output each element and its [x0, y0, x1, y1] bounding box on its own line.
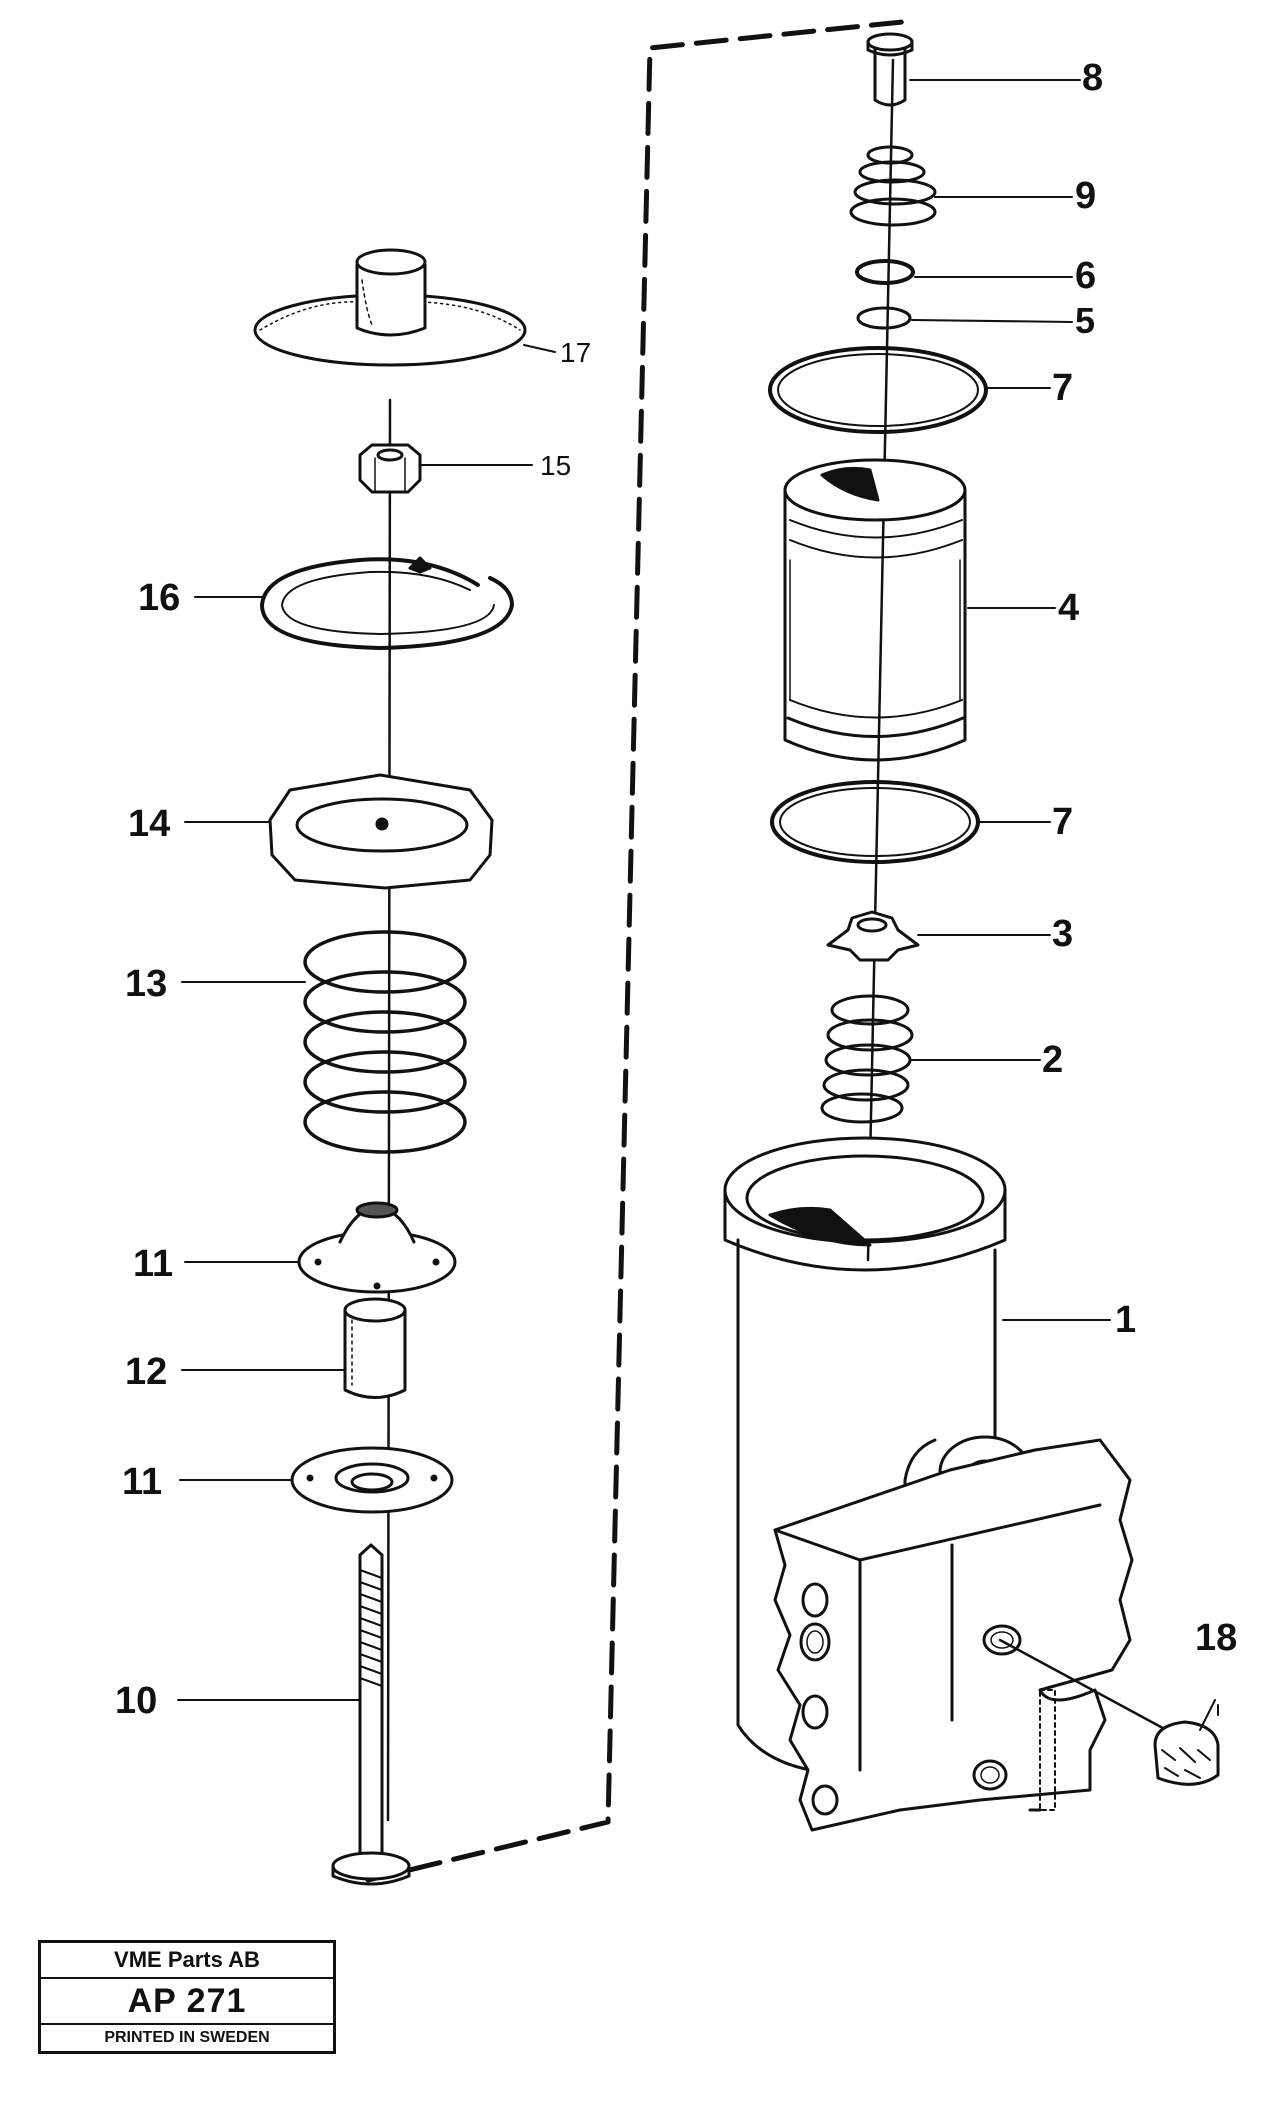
callout-18: 18 [1195, 1617, 1237, 1659]
part-16-snap-ring [260, 556, 514, 650]
part-17-cover [253, 248, 527, 367]
part-10-bolt [331, 1543, 411, 1886]
callout-16: 16 [138, 577, 180, 619]
callout-15: 15 [540, 450, 571, 481]
callout-6: 6 [1075, 255, 1096, 297]
callout-7-lower: 7 [1052, 801, 1073, 843]
callout-5: 5 [1075, 300, 1095, 341]
callout-17: 17 [560, 337, 591, 368]
stamp-company: VME Parts AB [41, 1943, 333, 1979]
callout-1: 1 [1115, 1299, 1136, 1341]
callout-2: 2 [1042, 1039, 1063, 1081]
part-7-upper-o-ring [768, 346, 988, 434]
right-axis-line [866, 58, 895, 1262]
part-7-lower-o-ring [770, 780, 980, 864]
part-6-washer [855, 259, 915, 285]
callout-13: 13 [125, 963, 167, 1005]
callout-10: 10 [115, 1680, 157, 1722]
callout-9: 9 [1075, 175, 1096, 217]
part-12-bushing [343, 1297, 407, 1399]
stamp-code: AP 271 [41, 1979, 333, 2025]
part-2-spring [820, 994, 914, 1124]
part-14-plate [268, 773, 494, 890]
callout-12: 12 [125, 1351, 167, 1393]
part-8-pin [866, 32, 914, 107]
callout-11-lower: 11 [122, 1461, 162, 1503]
part-5-washer [856, 306, 912, 330]
part-1-housing [723, 1136, 1134, 1832]
part-9-spring [849, 145, 937, 227]
callout-4: 4 [1058, 587, 1079, 629]
part-13-spring [303, 930, 467, 1154]
part-11-upper-cup [297, 1201, 457, 1294]
title-stamp: VME Parts AB AP 271 PRINTED IN SWEDEN [38, 1940, 336, 2054]
part-4-liner [783, 458, 967, 762]
part-3-retainer [826, 910, 920, 962]
leader-lines [177, 79, 1219, 1731]
stamp-note: PRINTED IN SWEDEN [104, 2029, 270, 2046]
part-11-lower-cup [290, 1446, 454, 1514]
part-18-plug [998, 1638, 1220, 1786]
callout-8: 8 [1082, 57, 1103, 99]
callout-3: 3 [1052, 913, 1073, 955]
part-15-nut [358, 443, 422, 494]
callout-7-upper: 7 [1052, 367, 1073, 409]
callout-11-upper: 11 [133, 1243, 173, 1285]
callout-14: 14 [128, 803, 170, 845]
left-axis-line [386, 398, 392, 1822]
